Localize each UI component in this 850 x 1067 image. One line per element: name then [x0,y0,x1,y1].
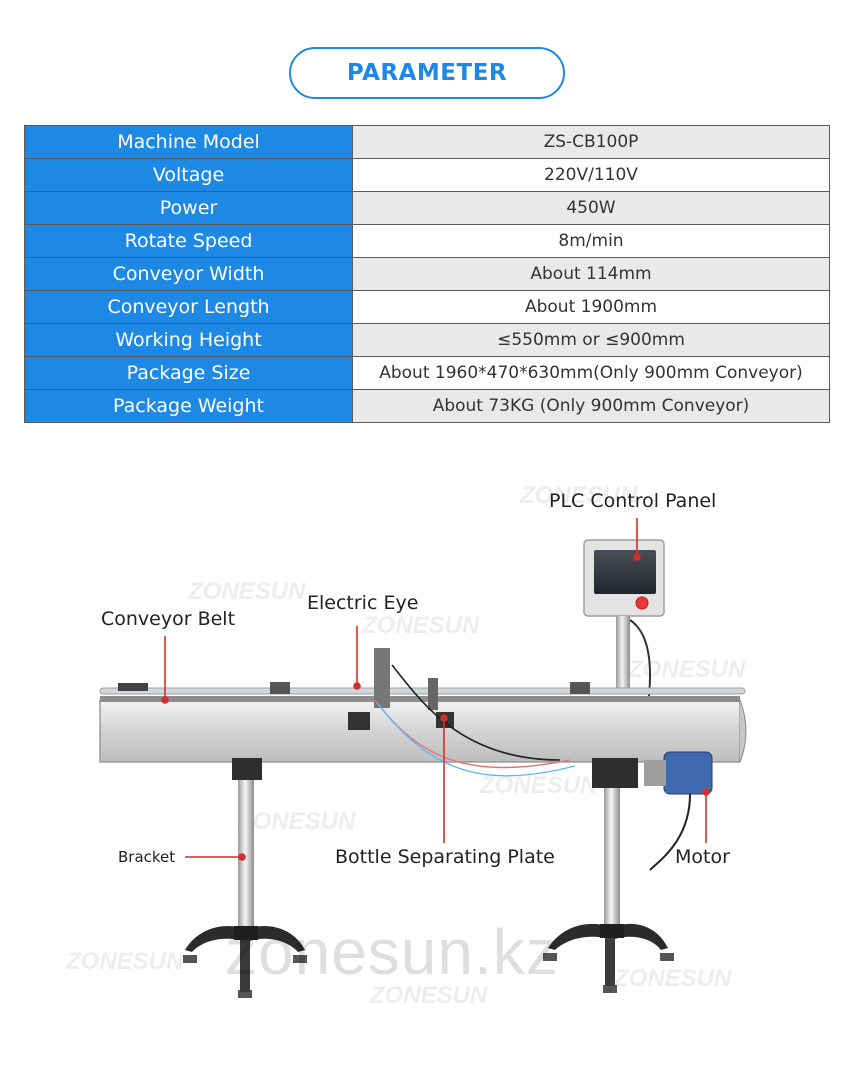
watermark: ZONESUN [628,656,746,683]
watermark: ZONESUN [362,612,480,639]
label-bracket: Bracket [118,848,176,866]
label-plc-control-panel: PLC Control Panel [549,490,717,512]
param-key: Package Weight [24,389,353,423]
watermark: ZONESUN [480,772,598,799]
param-value: 450W [352,191,830,225]
label-electric-eye: Electric Eye [307,592,419,614]
param-key: Machine Model [24,125,353,159]
param-key: Voltage [24,158,353,192]
page-title: PARAMETER [346,60,508,86]
param-value: 8m/min [352,224,830,258]
title-pill: PARAMETER [289,47,565,99]
label-conveyor-belt: Conveyor Belt [101,608,236,630]
machine-diagram: ZONESUN ZONESUN ZONESUN ZONESUN ZONESUN … [0,460,850,1067]
label-motor: Motor [675,846,730,868]
watermark: ZONESUN [614,965,732,992]
watermark: ZONESUN [520,482,638,509]
param-key: Rotate Speed [24,224,353,258]
param-value: About 73KG (Only 900mm Conveyor) [352,389,830,423]
param-value: ≤550mm or ≤900mm [352,323,830,357]
param-key: Package Size [24,356,353,390]
watermark: ZONESUN [370,982,488,1009]
pointer-lines [161,518,710,861]
param-key: Working Height [24,323,353,357]
label-bottle-separating-plate: Bottle Separating Plate [335,846,555,868]
param-key: Power [24,191,353,225]
param-value: ZS-CB100P [352,125,830,159]
param-key: Conveyor Length [24,290,353,324]
site-watermark: zonesun.kz [225,916,559,988]
watermark: ZONESUN [66,948,184,975]
param-value: 220V/110V [352,158,830,192]
param-value: About 114mm [352,257,830,291]
table-row: Working Height≤550mm or ≤900mm [24,323,830,357]
param-key: Conveyor Width [24,257,353,291]
watermark: ZONESUN [188,578,306,605]
watermark: ZONESUN [238,808,356,835]
conveyor-machine-illustration [99,518,747,998]
param-value: About 1900mm [352,290,830,324]
param-value: About 1960*470*630mm(Only 900mm Conveyor… [352,356,830,390]
